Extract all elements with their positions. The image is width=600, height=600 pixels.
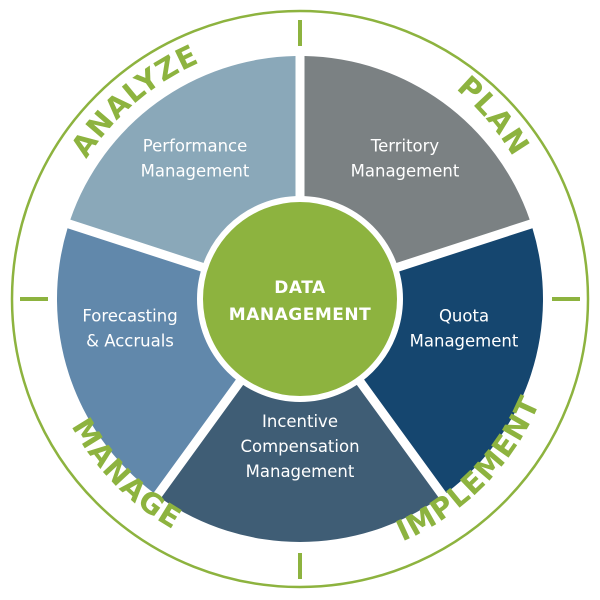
segment-incentive-label-line-1: Incentive — [262, 412, 338, 431]
segment-forecasting-label-line-2: & Accruals — [86, 332, 174, 351]
center-circle — [197, 196, 403, 402]
segment-performance-label-line-2: Management — [141, 162, 250, 181]
segment-territory-label-line-1: Territory — [370, 137, 440, 156]
segment-performance-label-line-1: Performance — [143, 137, 248, 156]
center-label-line1: DATA — [274, 278, 326, 298]
center-label-line2: MANAGEMENT — [229, 305, 371, 325]
segments — [56, 56, 544, 542]
segment-forecasting — [56, 228, 237, 493]
segment-quota-label-line-1: Quota — [439, 307, 489, 326]
ring-ticks — [20, 20, 580, 579]
segment-incentive — [160, 384, 440, 542]
segment-quota-label-line-2: Management — [410, 332, 519, 351]
segment-forecasting-label-line-1: Forecasting — [82, 307, 177, 326]
outer-ring — [10, 9, 590, 589]
segment-incentive-label-line-3: Management — [246, 462, 355, 481]
segment-performance — [70, 56, 296, 264]
segment-incentive-label-line-2: Compensation — [240, 437, 359, 456]
segment-territory — [304, 56, 530, 264]
segment-territory-label-line-2: Management — [351, 162, 460, 181]
segment-quota — [363, 228, 544, 493]
